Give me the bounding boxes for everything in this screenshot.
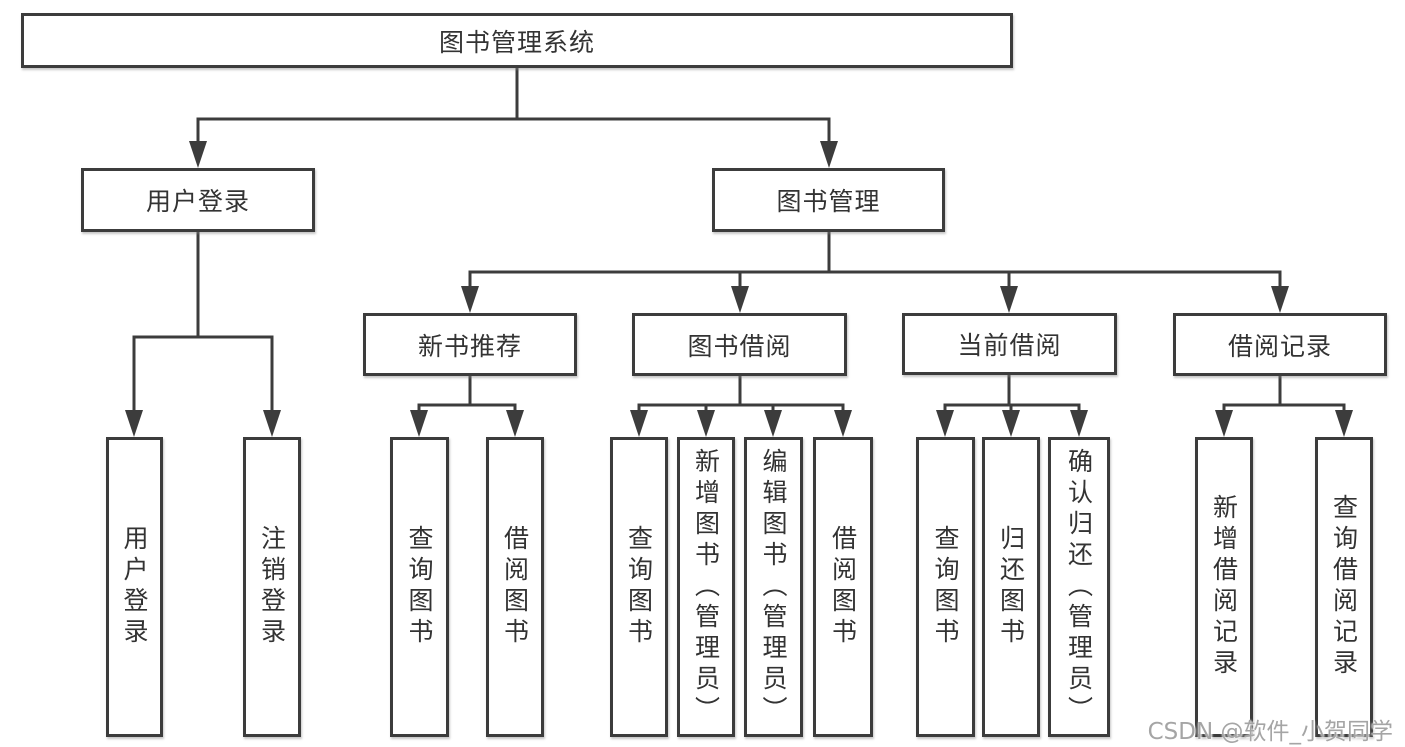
node-book-management: 图书管理 <box>712 168 945 232</box>
node-label: 用户登录 <box>145 187 250 216</box>
node-new-book-recommend: 新书推荐 <box>363 313 577 376</box>
leaf-return-books: 归还图书 <box>982 437 1040 737</box>
node-borrow-records: 借阅记录 <box>1173 313 1387 376</box>
node-label: 查询图书 <box>405 525 434 649</box>
node-label: 查询借阅记录 <box>1329 494 1359 680</box>
leaf-edit-books-admin: 编辑图书（管理员） <box>744 437 803 737</box>
node-label: 图书管理 <box>776 187 881 216</box>
leaf-query-books-3: 查询图书 <box>916 437 975 737</box>
leaf-user-login: 用户登录 <box>106 437 163 737</box>
leaf-borrow-books-2: 借阅图书 <box>813 437 873 737</box>
node-label: 当前借阅 <box>957 331 1062 360</box>
leaf-add-borrow-record: 新增借阅记录 <box>1195 437 1253 737</box>
node-book-borrow: 图书借阅 <box>632 313 847 376</box>
node-label: 新增借阅记录 <box>1209 494 1239 680</box>
node-label: 查询图书 <box>624 525 654 649</box>
node-user-login: 用户登录 <box>81 168 315 232</box>
node-label: 新增图书（管理员） <box>691 447 721 727</box>
leaf-confirm-return-admin: 确认归还（管理员） <box>1048 437 1110 737</box>
node-label: 图书管理系统 <box>438 27 595 57</box>
node-label: 借阅图书 <box>828 525 858 649</box>
node-current-borrow: 当前借阅 <box>902 313 1117 375</box>
node-library-management-system: 图书管理系统 <box>21 13 1013 68</box>
leaf-query-books: 查询图书 <box>390 437 449 737</box>
node-label: 编辑图书（管理员） <box>759 447 788 727</box>
leaf-borrow-books: 借阅图书 <box>486 437 544 737</box>
node-label: 借阅记录 <box>1227 331 1332 361</box>
node-label: 注销登录 <box>257 525 287 649</box>
csdn-watermark: CSDN @软件_小贺同学 <box>1147 719 1393 745</box>
node-label: 借阅图书 <box>500 525 530 649</box>
node-label: 用户登录 <box>120 525 149 649</box>
node-label: 确认归还（管理员） <box>1064 447 1094 727</box>
node-label: 归还图书 <box>996 525 1026 649</box>
leaf-logout: 注销登录 <box>243 437 301 737</box>
node-label: 新书推荐 <box>417 331 522 361</box>
arrowheads <box>125 141 1353 437</box>
leaf-query-borrow-record: 查询借阅记录 <box>1315 437 1373 737</box>
node-label: 查询图书 <box>931 525 960 649</box>
leaf-query-books-2: 查询图书 <box>610 437 668 737</box>
leaf-add-books-admin: 新增图书（管理员） <box>677 437 735 737</box>
node-label: 图书借阅 <box>687 331 792 361</box>
